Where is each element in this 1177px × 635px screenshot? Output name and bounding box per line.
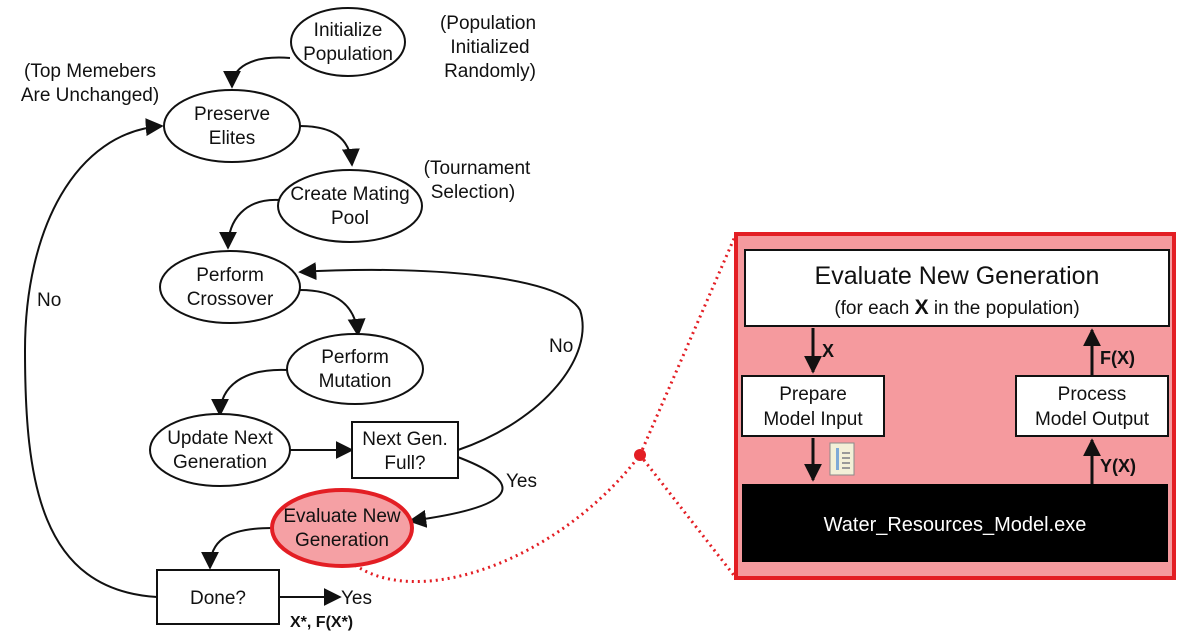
node-nextgen-line1: Next Gen.	[362, 429, 448, 450]
edge-label-yes-next: Yes	[506, 471, 537, 492]
edge-nextgen-crossover-no	[298, 262, 584, 451]
node-evaluate-new-generation: Evaluate New Generation	[270, 488, 414, 568]
edge-label-result: X*, F(X*)	[290, 614, 353, 631]
note-population-line1: (Population	[440, 13, 536, 34]
node-mutation-line1: Perform	[321, 347, 389, 368]
process-model-output-box: Process Model Output	[1015, 375, 1169, 437]
edge-label-no-left: No	[37, 290, 61, 311]
zoom-connector	[354, 233, 738, 584]
node-initialize: Initialize Population	[290, 7, 406, 77]
panel-edges	[804, 328, 1101, 484]
edge-crossover-mutation	[299, 289, 366, 337]
process-line2: Model Output	[1035, 409, 1150, 430]
prepare-line2: Model Input	[763, 409, 863, 430]
node-preserve-line2: Elites	[209, 128, 255, 149]
prepare-line1: Prepare	[779, 384, 847, 405]
panel-subtitle-var: X	[915, 296, 929, 319]
label-yx: Y(X)	[1100, 456, 1136, 476]
edge-preserve-mating	[299, 125, 360, 167]
node-update-line1: Update Next	[167, 428, 273, 449]
edge-done-preserve-no	[23, 118, 164, 598]
note-tournament-line2: Selection)	[431, 182, 516, 203]
document-file-icon	[829, 442, 855, 476]
edge-mating-crossover	[219, 198, 281, 250]
zoom-connector-dot	[634, 449, 646, 461]
evaluation-panel: Evaluate New Generation (for each X in t…	[734, 232, 1176, 580]
panel-subtitle: (for each X in the population)	[834, 296, 1079, 319]
node-done-label: Done?	[190, 588, 246, 609]
note-population-initialized: (Population Initialized Randomly)	[440, 13, 536, 82]
note-top-members: (Top Memebers Are Unchanged)	[21, 61, 159, 106]
flow-edges	[23, 56, 584, 606]
panel-subtitle-post: in the population)	[929, 298, 1080, 319]
edge-label-yes-done: Yes	[341, 588, 372, 609]
edge-evaluate-done	[201, 527, 273, 570]
node-create-mating-pool: Create Mating Pool	[277, 169, 423, 243]
edge-init-preserve	[223, 56, 291, 89]
node-update-next-generation: Update Next Generation	[149, 413, 291, 487]
edge-label-no-right: No	[549, 336, 573, 357]
note-top-line1: (Top Memebers	[24, 61, 156, 82]
node-crossover-line1: Perform	[196, 265, 264, 286]
node-update-line2: Generation	[173, 452, 267, 473]
panel-title-box: Evaluate New Generation (for each X in t…	[744, 249, 1170, 327]
zoom-connector-upper	[638, 233, 738, 456]
node-initialize-line2: Population	[303, 44, 393, 65]
node-perform-mutation: Perform Mutation	[286, 333, 424, 405]
node-nextgen-line2: Full?	[384, 453, 425, 474]
prepare-model-input-box: Prepare Model Input	[741, 375, 885, 437]
zoom-connector-bottom	[638, 454, 738, 579]
node-mating-line2: Pool	[331, 208, 369, 229]
node-done: Done?	[156, 569, 280, 625]
note-tournament-line1: (Tournament	[424, 158, 531, 179]
label-fx: F(X)	[1100, 348, 1135, 368]
edge-nextgen-evaluate-yes	[408, 455, 504, 528]
node-mutation-line2: Mutation	[319, 371, 392, 392]
note-top-line2: Are Unchanged)	[21, 85, 159, 106]
water-resources-model-exe: Water_Resources_Model.exe	[742, 484, 1168, 562]
node-evaluate-line1: Evaluate New	[283, 506, 401, 527]
note-tournament-selection: (Tournament Selection)	[424, 158, 531, 203]
note-population-line2: Initialized	[450, 37, 529, 58]
panel-title: Evaluate New Generation	[815, 262, 1100, 290]
panel-subtitle-pre: (for each	[834, 298, 914, 319]
note-population-line3: Randomly)	[444, 61, 536, 82]
node-crossover-line2: Crossover	[187, 289, 274, 310]
node-next-gen-full: Next Gen. Full?	[351, 421, 459, 479]
node-preserve-line1: Preserve	[194, 104, 270, 125]
node-perform-crossover: Perform Crossover	[159, 250, 301, 324]
process-line1: Process	[1058, 384, 1127, 405]
label-x: X	[822, 341, 834, 361]
node-preserve-elites: Preserve Elites	[163, 89, 301, 163]
zoom-connector-lower	[354, 454, 642, 584]
node-evaluate-line2: Generation	[295, 530, 389, 551]
exe-label: Water_Resources_Model.exe	[824, 514, 1087, 536]
edge-mutation-update	[211, 368, 289, 417]
node-initialize-line1: Initialize	[314, 20, 383, 41]
node-mating-line1: Create Mating	[290, 184, 409, 205]
